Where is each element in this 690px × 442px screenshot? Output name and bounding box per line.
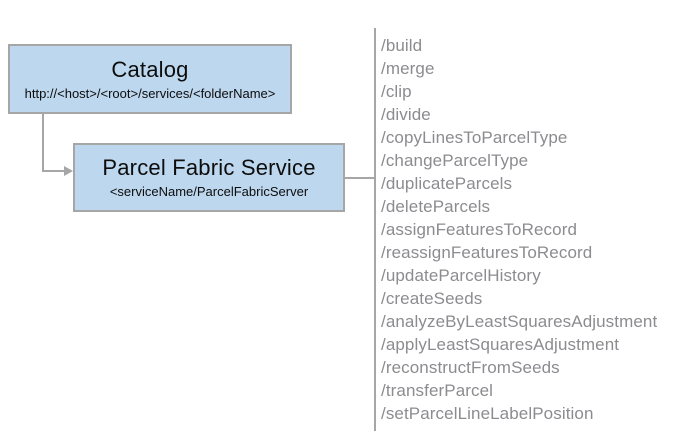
endpoint-item: /transferParcel: [381, 381, 494, 400]
endpoint-item: /duplicateParcels: [381, 174, 513, 193]
service-to-endpoints-connector: [345, 177, 374, 179]
endpoint-item: /build: [381, 36, 423, 55]
parcel-fabric-service-box-url: <serviceName/ParcelFabricServer: [109, 184, 309, 199]
endpoint-item: /divide: [381, 105, 431, 124]
catalog-to-service-connector-vertical: [42, 114, 44, 172]
catalog-box: Catalog http://<host>/<root>/services/<f…: [8, 44, 292, 114]
catalog-to-service-connector-horizontal: [42, 170, 66, 172]
endpoints-divider-line: [374, 28, 376, 431]
catalog-box-title: Catalog: [111, 56, 189, 82]
endpoint-item: /deleteParcels: [381, 197, 491, 216]
endpoint-item: /analyzeByLeastSquaresAdjustment: [381, 312, 658, 331]
catalog-box-url: http://<host>/<root>/services/<folderNam…: [24, 85, 276, 101]
endpoint-item: /reconstructFromSeeds: [381, 358, 560, 377]
endpoint-item: /clip: [381, 82, 412, 101]
endpoint-item: /updateParcelHistory: [381, 266, 541, 285]
endpoint-item: /merge: [381, 59, 435, 78]
arrowhead-icon: [64, 166, 73, 176]
parcel-fabric-service-box: Parcel Fabric Service <serviceName/Parce…: [73, 143, 345, 212]
endpoint-item: /applyLeastSquaresAdjustment: [381, 335, 620, 354]
endpoint-list: /build/merge/clip/divide/copyLinesToParc…: [381, 34, 686, 425]
endpoint-item: /createSeeds: [381, 289, 483, 308]
parcel-fabric-service-box-title: Parcel Fabric Service: [102, 155, 316, 180]
endpoint-item: /assignFeaturesToRecord: [381, 220, 578, 239]
endpoint-item: /copyLinesToParcelType: [381, 128, 568, 147]
endpoint-item: /reassignFeaturesToRecord: [381, 243, 593, 262]
endpoint-item: /changeParcelType: [381, 151, 529, 170]
endpoint-item: /setParcelLineLabelPosition: [381, 404, 594, 423]
